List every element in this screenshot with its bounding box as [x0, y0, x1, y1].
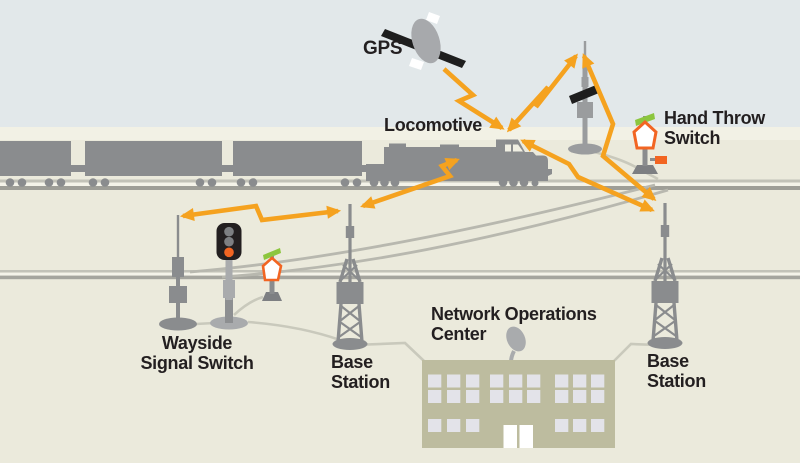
link-wayside-leftbs: [179, 203, 342, 223]
satellite-body: [411, 18, 441, 64]
cab-windshield: [505, 144, 523, 152]
locomotive-label: Locomotive: [384, 115, 483, 135]
link-locomotive-pole: [506, 53, 578, 133]
base-station-right-label: Base Station: [647, 351, 706, 391]
switch-target-white: [261, 256, 283, 282]
comm-links: [179, 53, 657, 223]
signal-lamp-top: [224, 226, 234, 237]
network-operations-center-label: Network Operations Center: [431, 304, 597, 344]
freight-car: [233, 141, 362, 176]
signal-lamp-bottom: [224, 247, 234, 258]
building-windows: [428, 374, 605, 432]
freight-car: [85, 141, 222, 176]
signal-mast: [210, 223, 248, 330]
wayside-signal-switch-label: Wayside Signal Switch: [140, 333, 254, 373]
building-doors: [503, 425, 533, 448]
siding-track: [0, 270, 800, 280]
sky: [0, 0, 800, 127]
cable-leftbs-noc: [353, 341, 425, 362]
switch-handle: [655, 156, 667, 164]
wayside-antenna: [159, 215, 197, 331]
gps-label: GPS: [363, 38, 403, 59]
building: [422, 360, 615, 448]
hand-throw-switch-label: Hand Throw Switch: [664, 108, 765, 148]
network-operations-center: [422, 326, 615, 448]
freight-car: [0, 141, 71, 176]
link-locomotive-leftbs: [360, 157, 460, 209]
cable-signal-switchstand: [233, 295, 264, 316]
switch-stand-small: [261, 248, 283, 301]
gps-satellite-icon: [381, 12, 466, 70]
base-station-left-label: Base Station: [331, 352, 390, 392]
link-pole-rightbs: [581, 53, 657, 202]
switch-target-green: [263, 248, 281, 260]
cable-signal-leftbs: [247, 320, 341, 342]
link-gps-locomotive: [442, 67, 505, 130]
main-track: [0, 179, 800, 190]
signal-lamp-middle: [224, 236, 234, 247]
satellite-dish-icon: [506, 326, 526, 352]
